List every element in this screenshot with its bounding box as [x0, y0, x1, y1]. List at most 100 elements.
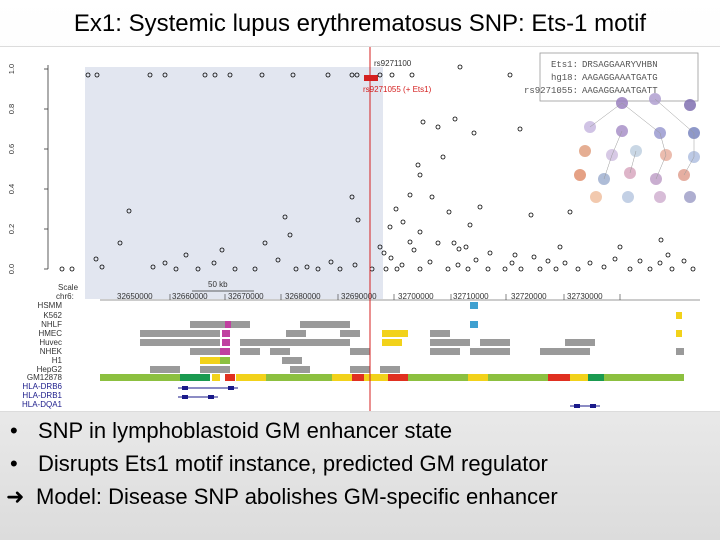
track-label: HLA-DQA1	[22, 400, 63, 409]
data-point	[355, 217, 361, 223]
bullet-dot: •	[10, 451, 18, 476]
data-point	[451, 240, 457, 246]
track-label: GM12878	[27, 373, 63, 382]
chromatin-state-block	[290, 366, 310, 373]
chrom-label: chr6:	[56, 292, 74, 301]
chromatin-state-block	[286, 330, 306, 337]
chromatin-state-block	[340, 330, 360, 337]
chromatin-state-block	[408, 374, 468, 381]
chromatin-state-block	[470, 321, 478, 328]
chromatin-state-block	[676, 312, 682, 319]
data-point	[195, 266, 201, 272]
data-point	[637, 258, 643, 264]
data-point	[389, 72, 395, 78]
gene-exon	[590, 404, 596, 408]
data-point	[337, 266, 343, 272]
chromatin-state-block	[430, 348, 460, 355]
chromatin-state-block	[430, 330, 450, 337]
position-label: 32710000	[453, 292, 489, 301]
data-point	[417, 172, 423, 178]
data-point	[545, 258, 551, 264]
data-point	[117, 240, 123, 246]
y-tick-label: 0.4	[7, 184, 16, 194]
data-point	[617, 244, 623, 250]
data-point	[435, 124, 441, 130]
chromatin-state-block	[236, 374, 266, 381]
chromatin-state-block	[382, 339, 402, 346]
y-tick-label: 1.0	[7, 64, 16, 74]
data-point	[387, 224, 393, 230]
chromatin-state-block	[140, 374, 180, 381]
chromatin-state-block	[396, 330, 408, 337]
cell-icon	[622, 191, 634, 203]
data-point	[487, 250, 493, 256]
data-point	[400, 219, 406, 225]
track-label: HepG2	[37, 365, 63, 374]
data-point	[282, 214, 288, 220]
data-point	[452, 116, 458, 122]
data-point	[471, 130, 477, 136]
cell-icon	[574, 169, 586, 181]
motif-seq-1: AAGAGGAAATGATG	[582, 73, 658, 83]
data-point	[377, 244, 383, 250]
chromatin-state-block	[604, 374, 684, 381]
data-point	[429, 194, 435, 200]
data-point	[328, 259, 334, 265]
data-point	[293, 266, 299, 272]
chromatin-state-block	[382, 330, 396, 337]
cell-icon	[684, 99, 696, 111]
chromatin-state-block	[190, 321, 250, 328]
data-point	[99, 264, 105, 270]
chromatin-state-block	[430, 339, 470, 346]
data-point	[477, 204, 483, 210]
chromatin-state-block	[570, 374, 588, 381]
chromatin-state-block	[332, 374, 352, 381]
gene-exon	[208, 395, 214, 399]
data-point	[409, 72, 415, 78]
chromatin-state-block	[480, 339, 510, 346]
data-point	[275, 257, 281, 263]
data-point	[467, 222, 473, 228]
data-point	[463, 244, 469, 250]
tree-edge	[659, 132, 667, 156]
bullet-item: •Disrupts Ets1 motif instance, predicted…	[6, 447, 716, 480]
chromatin-state-block	[180, 374, 210, 381]
data-point	[85, 72, 91, 78]
chromatin-state-block	[225, 374, 235, 381]
tree-edge	[655, 154, 667, 180]
chromatin-state-block	[200, 357, 220, 364]
data-point	[354, 72, 360, 78]
data-point	[162, 260, 168, 266]
data-point	[219, 247, 225, 253]
track-label: K562	[43, 311, 62, 320]
chromatin-state-block	[225, 321, 231, 328]
data-point	[446, 209, 452, 215]
data-point	[587, 260, 593, 266]
scale-bar-label: 50 kb	[208, 280, 228, 289]
data-point	[349, 72, 355, 78]
position-label: 32700000	[398, 292, 434, 301]
track-label: Huvec	[39, 338, 62, 347]
data-point	[440, 154, 446, 160]
bullet-list: •SNP in lymphoblastoid GM enhancer state…	[6, 414, 716, 513]
track-label: HSMM	[38, 301, 63, 310]
data-point	[612, 256, 618, 262]
chromatin-state-block	[150, 366, 180, 373]
tree-edge	[629, 150, 637, 174]
data-point	[407, 192, 413, 198]
bullet-dot: •	[10, 418, 18, 443]
snp-label-ets1: rs9271055 (+ Ets1)	[363, 85, 432, 94]
position-label: 32730000	[567, 292, 603, 301]
track-label: H1	[52, 356, 63, 365]
track-label: NHEK	[40, 347, 63, 356]
data-point	[407, 239, 413, 245]
chromatin-state-block	[300, 321, 350, 328]
data-point	[658, 237, 664, 243]
data-point	[394, 266, 400, 272]
data-point	[502, 266, 508, 272]
chromatin-state-block	[588, 374, 604, 381]
chromatin-state-block	[140, 330, 220, 337]
data-point	[304, 264, 310, 270]
y-tick-label: 0.8	[7, 104, 16, 114]
data-point	[528, 212, 534, 218]
